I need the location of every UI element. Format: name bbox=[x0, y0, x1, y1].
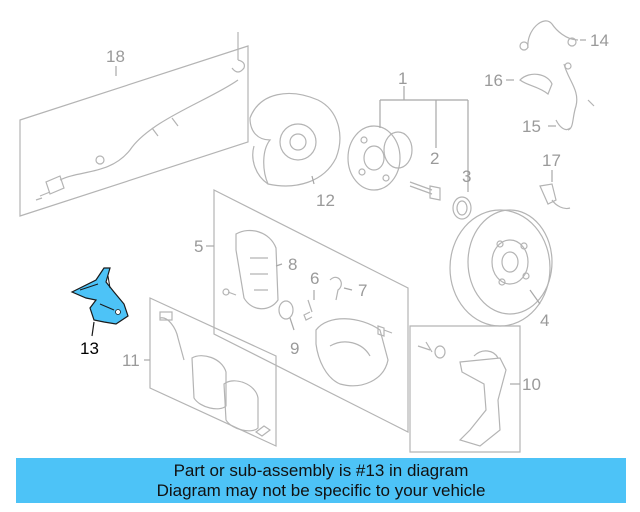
callout-10: 10 bbox=[522, 375, 541, 394]
callout-17: 17 bbox=[542, 151, 561, 170]
callout-3: 3 bbox=[462, 167, 471, 186]
callout-6: 6 bbox=[310, 269, 319, 288]
hub-seal bbox=[452, 196, 472, 220]
callout-16: 16 bbox=[484, 71, 503, 90]
part-13-bracket[interactable] bbox=[70, 267, 129, 337]
callout-18: 18 bbox=[106, 47, 125, 66]
bracket-clip bbox=[539, 183, 571, 210]
callout-14: 14 bbox=[590, 31, 609, 50]
callout-labels: 1 2 3 4 5 6 7 8 9 10 11 12 13 14 15 16 1… bbox=[80, 31, 609, 394]
info-banner: Part or sub-assembly is #13 in diagram D… bbox=[16, 458, 626, 503]
banner-line-2: Diagram may not be specific to your vehi… bbox=[156, 481, 486, 500]
leader-lines bbox=[115, 39, 586, 385]
hub-bolt bbox=[409, 181, 441, 201]
wheel-hub bbox=[347, 125, 413, 191]
banner-line-1: Part or sub-assembly is #13 in diagram bbox=[173, 461, 469, 480]
callout-12: 12 bbox=[316, 191, 335, 210]
dust-shield bbox=[249, 93, 341, 187]
carrier-panel bbox=[409, 325, 521, 453]
callout-15: 15 bbox=[522, 117, 541, 136]
callout-9: 9 bbox=[290, 339, 299, 358]
parts-diagram: 1 2 3 4 5 6 7 8 9 10 11 12 13 14 15 16 1… bbox=[19, 20, 609, 453]
callout-2: 2 bbox=[430, 149, 439, 168]
pad-panel bbox=[149, 297, 277, 447]
callout-13: 13 bbox=[80, 339, 99, 358]
callout-7: 7 bbox=[358, 281, 367, 300]
callout-8: 8 bbox=[288, 255, 297, 274]
callout-5: 5 bbox=[194, 237, 203, 256]
callout-1: 1 bbox=[398, 69, 407, 88]
callout-11: 11 bbox=[122, 351, 140, 370]
brake-hose bbox=[519, 20, 595, 131]
callout-4: 4 bbox=[540, 311, 549, 330]
abs-sensor-panel bbox=[19, 32, 249, 217]
brake-disc bbox=[449, 209, 553, 327]
caliper-panel bbox=[213, 189, 409, 433]
